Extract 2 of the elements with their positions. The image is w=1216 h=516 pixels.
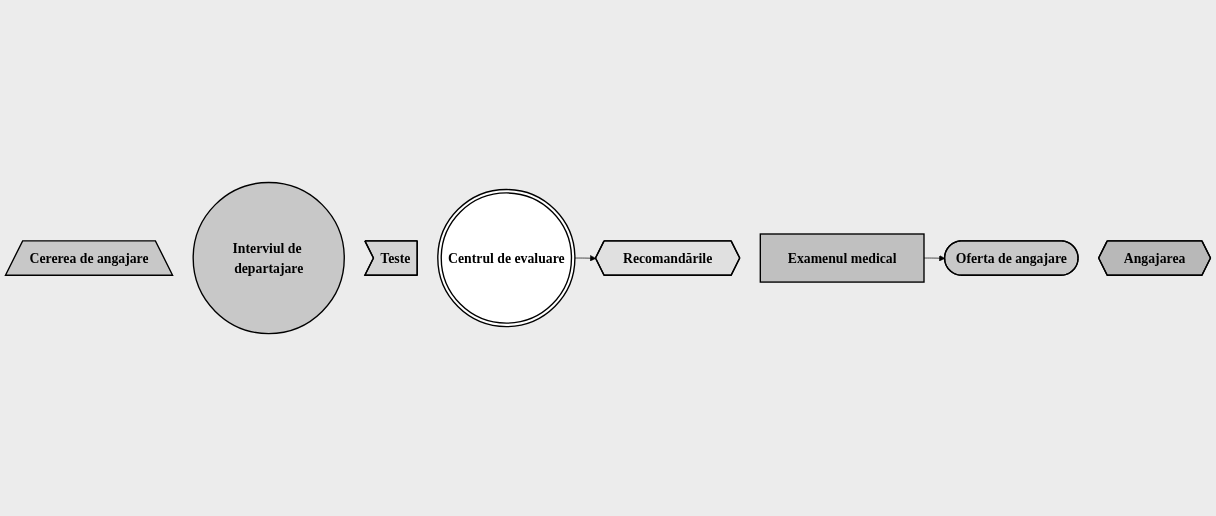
node-circle: Interviul de departajare [192, 181, 345, 335]
node-box: Examenul medical [759, 233, 925, 283]
